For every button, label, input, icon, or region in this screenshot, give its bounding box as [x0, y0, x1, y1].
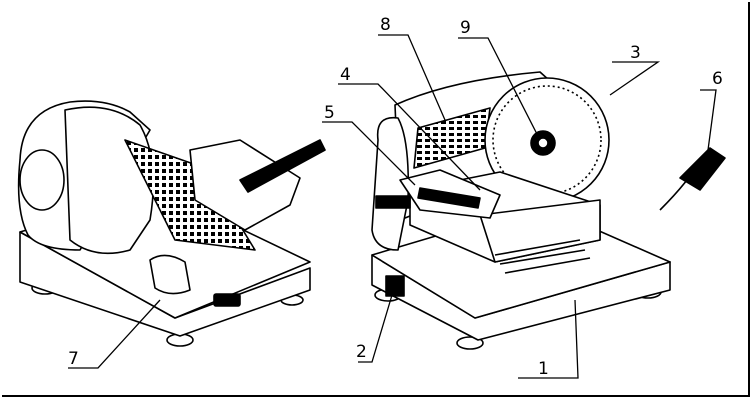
housing-side	[64, 106, 155, 255]
leader-6	[700, 89, 717, 151]
leader-4	[338, 83, 481, 191]
label-9: 9	[460, 18, 471, 38]
blade-screw	[537, 137, 549, 149]
label-1: 1	[538, 359, 549, 379]
leader-8	[378, 34, 446, 121]
figure-frame	[2, 2, 750, 397]
leader-2	[358, 284, 396, 363]
slicer-front-view	[371, 71, 726, 350]
slicer-rear-view	[17, 100, 326, 347]
leader-lines	[68, 34, 717, 379]
label-6: 6	[712, 69, 723, 89]
leader-3	[609, 61, 661, 96]
pusher-handle	[375, 195, 411, 209]
leader-7	[68, 299, 161, 369]
sliding-table	[149, 254, 191, 295]
power-switch	[213, 293, 241, 307]
food-pusher-handle	[239, 139, 326, 193]
sliding-table	[479, 199, 601, 263]
leader-1	[518, 299, 579, 379]
label-7: 7	[68, 349, 79, 369]
motor-cap	[19, 149, 65, 211]
label-4: 4	[340, 65, 351, 85]
vent-grill	[124, 139, 256, 251]
label-8: 8	[380, 15, 391, 35]
plug	[679, 147, 726, 191]
label-3: 3	[630, 43, 641, 63]
label-2: 2	[356, 342, 367, 362]
leader-5	[322, 121, 416, 186]
label-5: 5	[324, 103, 335, 123]
thickness-guide	[494, 239, 591, 274]
food-pusher-grip	[417, 187, 481, 209]
leader-9	[458, 37, 541, 141]
